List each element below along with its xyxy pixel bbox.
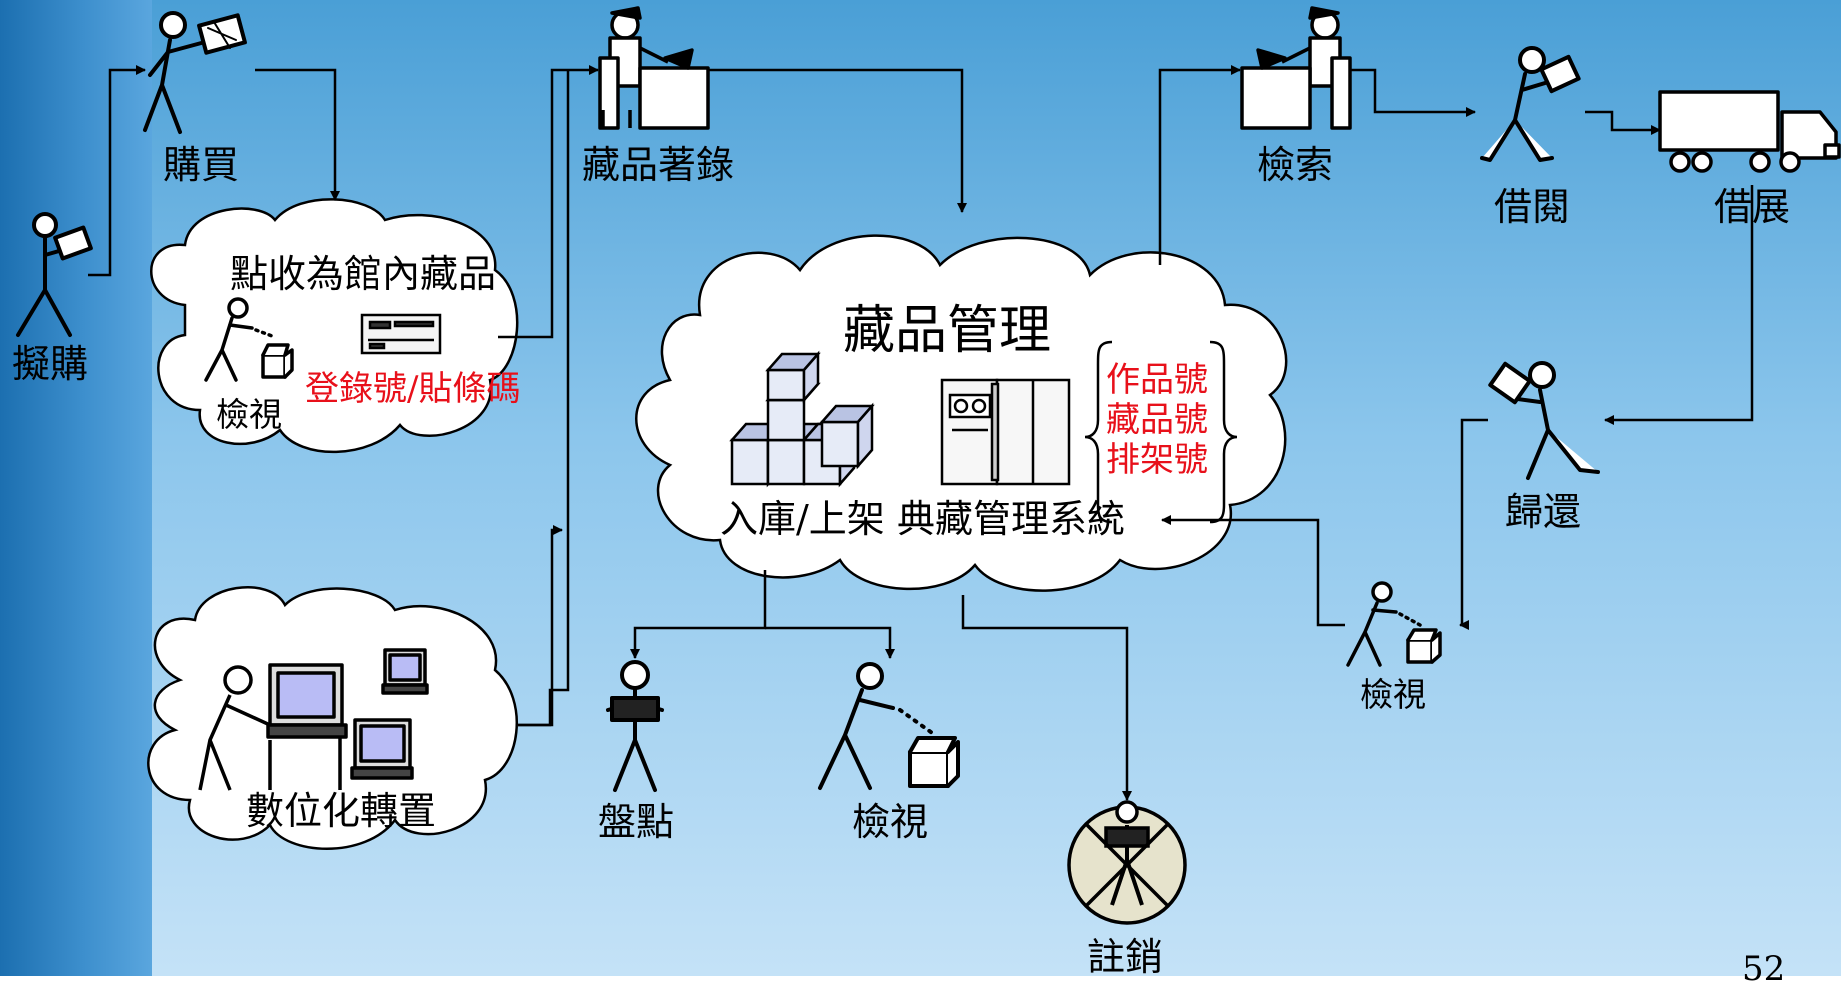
label-deaccession: 註銷 <box>1087 935 1164 979</box>
label-loan-exhibition: 借展 <box>1714 185 1791 229</box>
label-inspect-return: 檢視 <box>1360 675 1426 714</box>
number-item: 作品號 <box>1106 360 1208 400</box>
label-inspect-intake: 檢視 <box>216 395 282 434</box>
barcode-scanner-icon <box>360 313 442 355</box>
label-inspect-storage: 檢視 <box>852 800 929 844</box>
crossed-out-person-icon <box>1067 800 1187 925</box>
connectors <box>88 65 1754 801</box>
label-plan-purchase: 擬購 <box>12 342 89 386</box>
person-carrying-box-icon <box>16 212 93 337</box>
person-holding-money-icon <box>143 11 247 134</box>
number-item: 排架號 <box>1106 440 1208 481</box>
stacked-boxes-icon <box>729 350 875 488</box>
numbers-brace <box>1084 340 1238 524</box>
archive-machine-icon <box>940 378 1071 486</box>
person-returning-box-icon <box>1488 361 1600 480</box>
person-inspecting-box-icon <box>818 662 960 790</box>
label-storage-shelving: 入庫/上架 <box>720 497 885 541</box>
label-borrow: 借閱 <box>1494 185 1571 229</box>
label-inventory: 盤點 <box>598 800 675 844</box>
label-register-barcode: 登錄號/貼條碼 <box>305 369 521 409</box>
cloud-intake <box>150 198 519 454</box>
label-collection-management: 藏品管理 <box>843 301 1052 361</box>
label-accept-as-collection: 點收為館內藏品 <box>230 252 497 296</box>
label-return: 歸還 <box>1505 490 1582 534</box>
slide-sidebar-band <box>0 0 152 976</box>
truck-icon <box>1658 90 1841 173</box>
page-number: 52 <box>1742 949 1786 989</box>
label-purchase: 購買 <box>163 143 240 187</box>
label-search: 檢索 <box>1257 143 1334 187</box>
person-inspecting-box-icon <box>1346 581 1442 667</box>
person-inspecting-box-icon <box>204 297 294 382</box>
label-collection-system: 典藏管理系統 <box>897 497 1126 541</box>
number-item: 藏品號 <box>1106 400 1208 441</box>
label-digitization: 數位化轉置 <box>246 789 437 833</box>
person-holding-tray-icon <box>606 660 664 792</box>
person-at-computers-icon <box>198 648 429 791</box>
person-carrying-box-walking-icon <box>1480 46 1581 162</box>
person-at-desk-icon <box>598 6 710 130</box>
numbers-list: 作品號 藏品號 排架號 <box>1106 360 1208 480</box>
label-cataloging: 藏品著錄 <box>582 143 735 187</box>
person-at-desk-icon <box>1240 6 1352 130</box>
